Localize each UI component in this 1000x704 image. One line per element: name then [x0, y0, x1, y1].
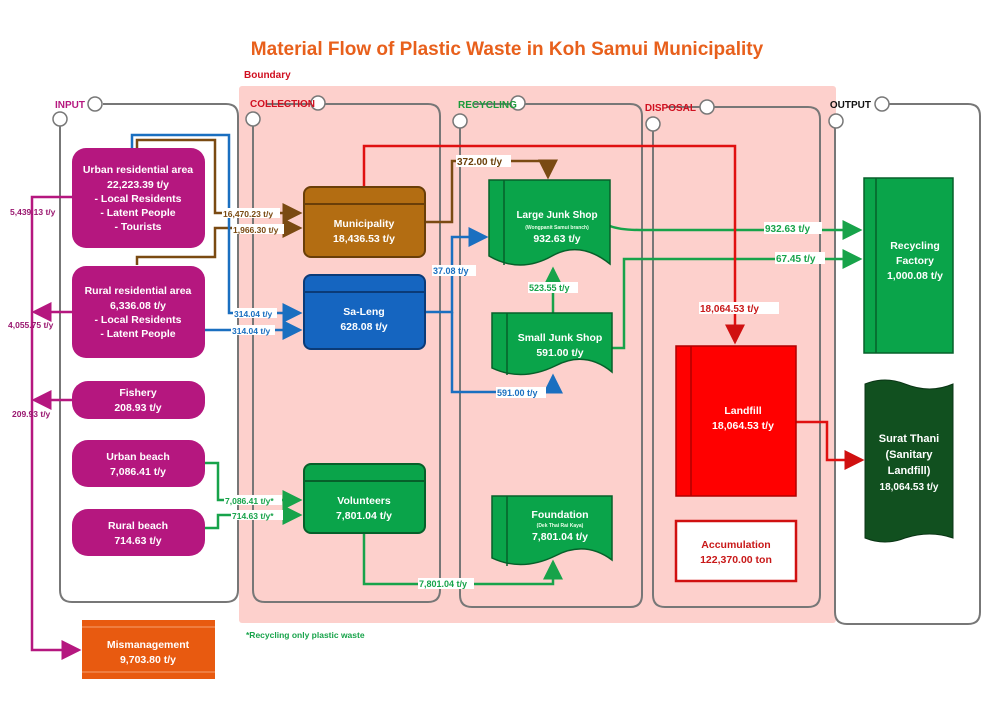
node-mismanagement[interactable]: Mismanagement 9,703.80 t/y [82, 620, 215, 679]
flow-label-saleng-small: 591.00 t/y [497, 388, 538, 398]
node-rural-residential[interactable]: Rural residential area 6,336.08 t/y - Lo… [72, 266, 205, 358]
svg-text:Rural residential area: Rural residential area [85, 285, 192, 297]
svg-text:- Local Residents: - Local Residents [95, 193, 182, 205]
section-label-input: INPUT [55, 100, 85, 111]
flow-label-fishery-mis: 209.93 t/y [12, 409, 51, 419]
flow-label-rural-beach-vol: 714.63 t/y* [232, 511, 274, 521]
node-surat-thani[interactable]: Surat Thani (Sanitary Landfill) 18,064.5… [864, 379, 954, 543]
svg-text:932.63 t/y: 932.63 t/y [533, 233, 580, 245]
section-label-output: OUTPUT [830, 100, 871, 111]
node-accumulation[interactable]: Accumulation 122,370.00 ton [674, 519, 798, 583]
svg-text:Fishery: Fishery [119, 387, 157, 399]
diagram-title: Material Flow of Plastic Waste in Koh Sa… [251, 39, 764, 60]
flow-label-large-factory: 932.63 t/y [765, 224, 810, 235]
flow-labels: 5,439.13 t/y 4,055.75 t/y 209.93 t/y 16,… [8, 155, 825, 589]
node-recycling-factory[interactable]: Recycling Factory 1,000.08 t/y [863, 177, 954, 354]
flow-label-muni-landfill: 18,064.53 t/y [700, 304, 759, 315]
svg-text:- Latent People: - Latent People [100, 328, 175, 340]
svg-text:628.08 t/y: 628.08 t/y [340, 321, 387, 333]
flows-red [362, 144, 865, 470]
svg-text:18,064.53 t/y: 18,064.53 t/y [880, 482, 939, 493]
flow-label-muni-large: 372.00 t/y [457, 157, 502, 168]
node-municipality[interactable]: Municipality 18,436.53 t/y [303, 186, 426, 258]
svg-text:- Latent People: - Latent People [100, 207, 175, 219]
svg-text:208.93 t/y: 208.93 t/y [114, 402, 161, 414]
svg-text:Large Junk Shop: Large Junk Shop [516, 210, 597, 221]
svg-text:6,336.08 t/y: 6,336.08 t/y [110, 300, 166, 312]
svg-text:591.00 t/y: 591.00 t/y [536, 347, 583, 359]
node-foundation[interactable]: Foundation (Dek Thai Rai Kaya) 7,801.04 … [491, 495, 613, 566]
svg-text:(Dek Thai Rai Kaya): (Dek Thai Rai Kaya) [537, 523, 584, 529]
flow-label-rural-mis: 4,055.75 t/y [8, 320, 54, 330]
svg-text:7,801.04 t/y: 7,801.04 t/y [336, 510, 392, 522]
flow-label-vol-foundation: 7,801.04 t/y [419, 579, 467, 589]
svg-text:Municipality: Municipality [334, 218, 395, 230]
section-label-disposal: DISPOSAL [645, 103, 696, 114]
svg-text:Small Junk Shop: Small Junk Shop [518, 332, 603, 344]
svg-text:(Sanitary: (Sanitary [885, 449, 933, 461]
node-large-junk-shop[interactable]: Large Junk Shop (Wongpanit Samui branch)… [488, 179, 611, 266]
svg-text:18,064.53 t/y: 18,064.53 t/y [712, 420, 774, 432]
svg-text:22,223.39 t/y: 22,223.39 t/y [107, 179, 169, 191]
flow-label-urban-saleng: 314.04 t/y [234, 309, 273, 319]
svg-text:Rural beach: Rural beach [108, 520, 168, 532]
flow-label-small-factory: 67.45 t/y [776, 254, 816, 265]
node-volunteers[interactable]: Volunteers 7,801.04 t/y [303, 463, 426, 534]
flow-label-small-large: 523.55 t/y [529, 283, 570, 293]
section-label-collection: COLLECTION [250, 99, 315, 110]
svg-text:- Local Residents: - Local Residents [95, 314, 182, 326]
svg-text:Factory: Factory [896, 255, 934, 267]
svg-text:Surat Thani: Surat Thani [879, 433, 940, 445]
flow-label-urban-beach-vol: 7,086.41 t/y* [225, 496, 274, 506]
svg-text:7,801.04 t/y: 7,801.04 t/y [532, 531, 588, 543]
svg-text:Landfill: Landfill [724, 405, 761, 417]
svg-text:Volunteers: Volunteers [337, 495, 391, 507]
svg-text:Foundation: Foundation [531, 509, 588, 521]
flow-label-rural-saleng: 314.04 t/y [232, 326, 271, 336]
svg-text:(Wongpanit Samui branch): (Wongpanit Samui branch) [525, 225, 589, 231]
footnote: *Recycling only plastic waste [246, 630, 365, 640]
svg-text:18,436.53 t/y: 18,436.53 t/y [333, 233, 395, 245]
svg-text:Sa-Leng: Sa-Leng [343, 306, 384, 318]
input-section [59, 103, 981, 625]
svg-text:1,000.08 t/y: 1,000.08 t/y [887, 270, 943, 282]
svg-text:Accumulation: Accumulation [701, 539, 770, 551]
node-landfill[interactable]: Landfill 18,064.53 t/y [675, 345, 797, 497]
node-fishery[interactable]: Fishery 208.93 t/y [72, 381, 205, 419]
node-urban-residential[interactable]: Urban residential area 22,223.39 t/y - L… [72, 148, 205, 248]
svg-text:Urban beach: Urban beach [106, 451, 170, 463]
flow-label-urban-muni: 16,470.23 t/y [223, 209, 273, 219]
svg-text:Mismanagement: Mismanagement [107, 639, 190, 651]
svg-text:122,370.00 ton: 122,370.00 ton [700, 554, 772, 566]
node-urban-beach[interactable]: Urban beach 7,086.41 t/y [72, 440, 205, 487]
node-rural-beach[interactable]: Rural beach 714.63 t/y [72, 509, 205, 556]
node-saleng[interactable]: Sa-Leng 628.08 t/y [303, 274, 426, 350]
flow-label-rural-muni: 1,966.30 t/y [233, 225, 279, 235]
flow-label-urban-mis: 5,439.13 t/y [10, 207, 56, 217]
node-small-junk-shop[interactable]: Small Junk Shop 591.00 t/y [491, 312, 613, 376]
section-connectors [52, 95, 890, 132]
svg-text:9,703.80 t/y: 9,703.80 t/y [120, 654, 176, 666]
svg-text:7,086.41 t/y: 7,086.41 t/y [110, 466, 166, 478]
flows-to-mismanagement [30, 195, 82, 660]
svg-text:714.63 t/y: 714.63 t/y [114, 535, 161, 547]
flow-label-saleng-large: 37.08 t/y [433, 266, 469, 276]
svg-text:Recycling: Recycling [890, 240, 940, 252]
boundary-label: Boundary [244, 70, 291, 81]
section-label-recycling: RECYCLING [458, 100, 517, 111]
svg-text:Urban residential area: Urban residential area [83, 164, 193, 176]
svg-text:- Tourists: - Tourists [114, 221, 161, 233]
svg-text:Landfill): Landfill) [888, 465, 931, 477]
